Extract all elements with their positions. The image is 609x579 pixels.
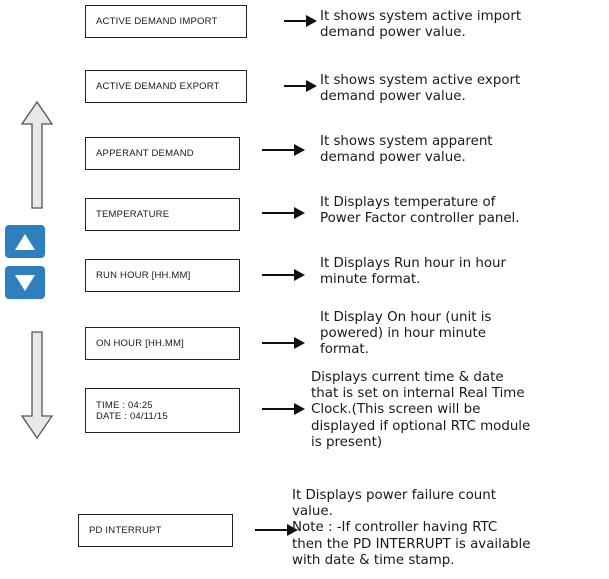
right-arrow-icon: [262, 144, 305, 156]
right-arrow-icon: [255, 524, 298, 536]
right-arrow-icon: [262, 269, 305, 281]
description-time-date: Displays current time & date that is set…: [311, 370, 531, 450]
screen-label: PD INTERRUPT: [89, 525, 162, 536]
down-button[interactable]: [5, 266, 45, 299]
description-active-demand-import: It shows system active import demand pow…: [320, 9, 522, 41]
screen-box-pd-interrupt: PD INTERRUPT: [78, 514, 233, 547]
screen-box-apparent-demand: APPERANT DEMAND: [85, 137, 240, 170]
screen-label: TEMPERATURE: [96, 209, 170, 220]
description-active-demand-export: It shows system active export demand pow…: [320, 73, 521, 105]
screen-box-time-date: TIME : 04:25 DATE : 04/11/15: [85, 388, 240, 433]
right-arrow-icon: [262, 403, 305, 415]
screen-label: RUN HOUR [HH.MM]: [96, 270, 191, 281]
screen-box-active-demand-export: ACTIVE DEMAND EXPORT: [85, 70, 247, 103]
right-arrow-icon: [262, 337, 305, 349]
screen-box-on-hour: ON HOUR [HH.MM]: [85, 327, 240, 360]
description-apparent-demand: It shows system apparent demand power va…: [320, 134, 493, 166]
date-label: DATE : 04/11/15: [96, 410, 168, 422]
description-run-hour: It Displays Run hour in hour minute form…: [320, 256, 507, 288]
scroll-down-arrow-icon: [20, 331, 54, 440]
screen-box-active-demand-import: ACTIVE DEMAND IMPORT: [85, 5, 247, 38]
right-arrow-icon: [284, 80, 317, 92]
screen-box-run-hour: RUN HOUR [HH.MM]: [85, 259, 240, 292]
screen-label: ON HOUR [HH.MM]: [96, 338, 184, 349]
screen-box-temperature: TEMPERATURE: [85, 198, 240, 231]
description-temperature: It Displays temperature of Power Factor …: [320, 195, 520, 227]
scroll-up-arrow-icon: [20, 100, 54, 209]
screen-label: ACTIVE DEMAND EXPORT: [96, 81, 220, 92]
description-on-hour: It Display On hour (unit is powered) in …: [320, 310, 492, 358]
screen-label: APPERANT DEMAND: [96, 148, 194, 159]
screen-label: ACTIVE DEMAND IMPORT: [96, 16, 218, 27]
down-triangle-icon: [15, 274, 35, 291]
right-arrow-icon: [284, 15, 317, 27]
up-button[interactable]: [5, 225, 45, 258]
up-triangle-icon: [15, 233, 35, 250]
time-label: TIME : 04:25: [96, 399, 153, 411]
description-pd-interrupt: It Displays power failure count value. N…: [292, 488, 531, 568]
right-arrow-icon: [262, 207, 305, 219]
